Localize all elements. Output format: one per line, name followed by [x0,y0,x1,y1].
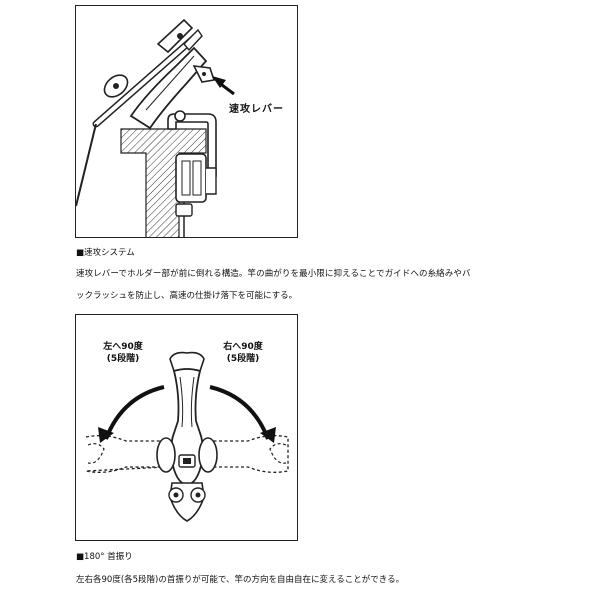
screw-knob [175,203,193,217]
swivel-illustration: 左へ90度 (5段階) 右へ90度 (5段階) [75,314,298,541]
pivot-joint [174,110,186,122]
rod-holder-side-diagram [76,18,235,237]
side-knob-left [156,437,176,473]
rod-holder-tube [129,46,208,130]
section-description-line: 左右各90度(各5段階)の首振りが可能で、竿の方向を自由自在に変えることができる… [76,575,405,585]
side-knob-right [198,437,218,473]
section-description-line: ックラッシュを防止し、高速の仕掛け落下を可能にする。 [76,291,298,301]
section-description-line: 速攻レバーでホルダー部が前に倒れる構造。竿の曲がりを最小限に抑えることでガイドへ… [76,269,471,279]
section-title-swivel: ■180° 首振り [76,552,133,562]
rotate-left-arrow [104,385,165,440]
rotate-right-arrow [209,385,270,440]
rotate-right-label: 右へ90度 (5段階) [223,342,263,364]
section-title-rapid-system: ■速攻システム [76,248,135,258]
rotate-left-label: 左へ90度 (5段階) [103,342,143,364]
holder-grip [156,18,194,54]
rapid-lever-label: 速攻レバー [229,104,284,115]
holder-top-view-diagram [85,351,289,522]
rapid-system-illustration: 速攻レバー [75,5,298,238]
gunwale-section [120,128,207,237]
